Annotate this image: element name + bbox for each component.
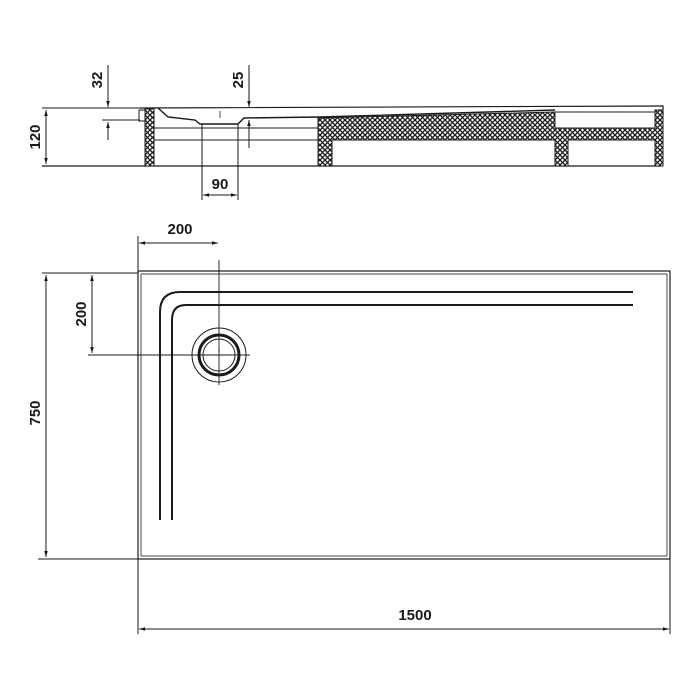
section-dimensions [44, 65, 251, 200]
dim-label-length: 1500 [398, 607, 431, 624]
dim-label-drain-width: 90 [212, 176, 229, 193]
tray-outline [137, 270, 671, 560]
plan-dimensions [38, 236, 671, 634]
dim-label-rim-depth: 32 [89, 72, 106, 89]
dim-label-drain-depth: 25 [230, 72, 247, 89]
dim-label-drain-offset-y: 200 [73, 301, 90, 326]
dim-label-height: 120 [27, 124, 44, 149]
dim-label-drain-offset-x: 200 [167, 221, 192, 238]
plan-view [88, 260, 671, 560]
dim-label-width: 750 [27, 400, 44, 425]
section-view [42, 105, 664, 167]
